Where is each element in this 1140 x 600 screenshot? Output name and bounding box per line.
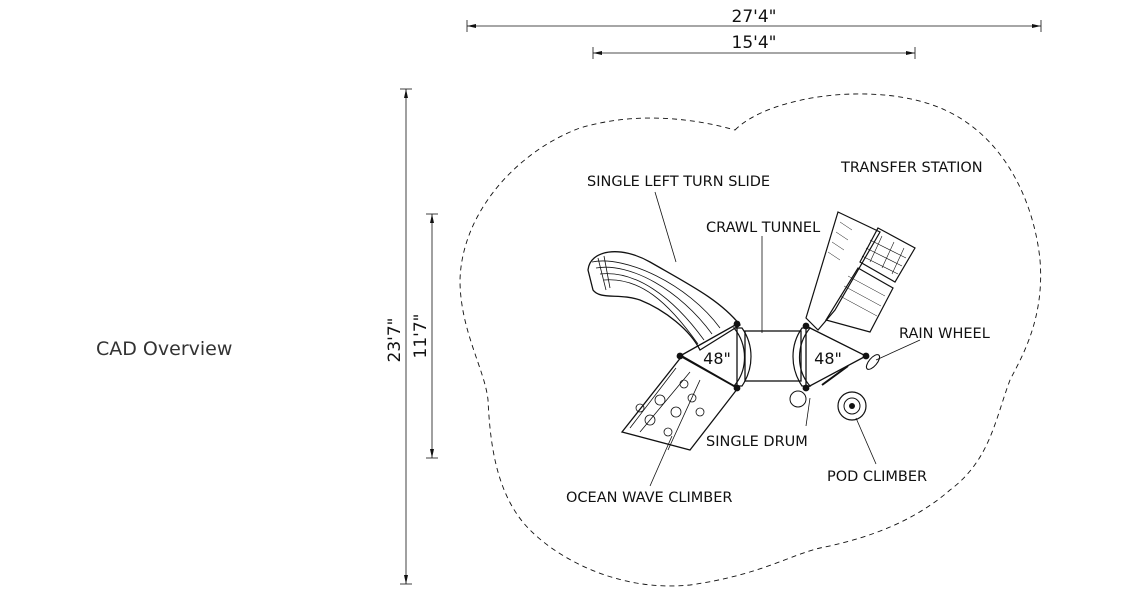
crawl-tunnel-label: CRAWL TUNNEL [706,220,820,236]
single-drum-label: SINGLE DRUM [706,434,808,450]
left-deck: 48" [678,322,752,390]
right-deck-label: 48" [814,349,842,368]
leader-lines [649,191,921,487]
left-deck-label: 48" [703,349,731,368]
overall-depth-label: 23'7" [385,318,405,363]
post-dots [676,320,870,392]
single-drum-graphic [789,390,807,408]
rain-wheel-label: RAIN WHEEL [899,326,990,342]
slide-label: SINGLE LEFT TURN SLIDE [587,174,770,190]
right-deck: 48" [792,324,868,390]
cad-overview-title: CAD Overview [96,338,233,360]
use-zone-boundary [459,93,1042,587]
inner-depth-label: 11'7" [411,314,431,359]
ocean-wave-climber-graphic [620,355,739,451]
dimension-inner-width: 15'4" [592,33,916,59]
dimension-inner-depth: 11'7" [411,213,438,459]
ocean-wave-climber-label: OCEAN WAVE CLIMBER [566,490,732,506]
dimension-overall-depth: 23'7" [385,88,412,585]
crawl-tunnel [744,330,802,382]
rain-wheel-graphic [865,354,881,370]
pod-climber-graphic [821,365,867,421]
overall-width-label: 27'4" [732,7,777,27]
inner-width-label: 15'4" [732,33,777,53]
pod-climber-label: POD CLIMBER [827,469,927,485]
transfer-station-label: TRANSFER STATION [840,160,983,176]
dimension-overall-width: 27'4" [466,7,1042,32]
transfer-station-graphic [805,211,916,333]
